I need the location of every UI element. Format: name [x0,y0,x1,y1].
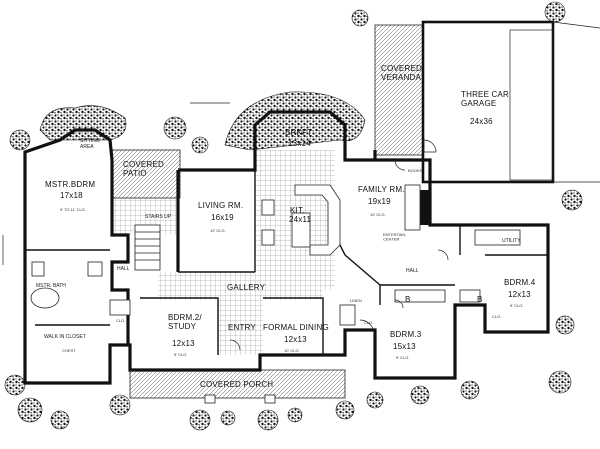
bedroom3-clg: 9' CLG. [396,355,409,360]
utility-label: UTILITY [502,238,521,244]
closet-label-bdrm2: CLO. [116,318,125,323]
bedroom4-size: 12x13 [508,290,531,299]
landscape-shrubs [4,1,583,431]
bedroom4-label: BDRM.4 [504,278,536,287]
linen-label: LINEN [350,298,362,303]
doors [229,139,449,351]
bedroom2-label: BDRM.2/STUDY [168,313,202,331]
family-room-size: 19x19 [368,197,391,206]
kitchen-label: KIT. [290,206,305,215]
family-room-label: FAMILY RM. [358,185,405,194]
master-bath-label: MSTR. BATH [36,283,66,289]
formal-dining-clg: 10' CLG. [284,348,300,353]
entry-steps [204,394,276,404]
breakfast-label: BRKFT [285,128,312,137]
interior-walls [25,170,548,355]
closet-label-bdrm4: CLO. [492,314,501,319]
dimension-marks [2,102,230,265]
covered-porch-deck [129,369,346,399]
gallery-label: GALLERY [227,283,266,292]
books-label: BOOKS [408,168,423,173]
fireplace [404,184,430,231]
living-room-size: 16x19 [211,213,234,222]
master-bedroom-label: MSTR.BDRM [45,180,95,189]
bath-b-label-left: B [405,295,411,304]
family-room-clg: 10' CLG. [370,212,386,217]
living-room-clg: 12' CLG. [210,228,226,233]
bedroom4-clg: 9' CLG. [510,303,523,308]
breakfast-size: 13x14 [288,139,311,148]
kitchen-fixtures [261,184,341,256]
formal-dining-size: 12x13 [284,335,307,344]
bedroom3-label: BDRM.3 [390,330,422,339]
formal-dining-label: FORMAL DINING [263,323,329,332]
bedroom2-clg: 9' CLG. [174,352,187,357]
bedroom2-size: 12x13 [172,339,195,348]
living-room-label: LIVING RM. [198,201,243,210]
covered-patio-deck [111,149,181,199]
covered-porch-label: COVERED PORCH [200,380,273,389]
bedroom3-size: 15x13 [393,342,416,351]
chest-label: CHEST [62,348,76,353]
hall-right-label: HALL [406,268,419,274]
stairs-up-label: STAIRS UP [145,214,172,220]
master-bedroom-size: 17x18 [60,191,83,200]
exterior-walls [23,110,550,385]
hall-left-label: HALL [117,266,130,272]
entry-label: ENTRY [228,323,256,332]
garage [421,20,600,184]
master-bath-tub [30,261,103,309]
closet-label-bdrm3: CLO. [364,320,373,325]
covered-veranda-deck [374,24,424,156]
bath-b-label-right: B [477,295,483,304]
kitchen-size: 24x11 [289,215,312,224]
master-bedroom-clg: 9' TO 11' CLG. [60,207,86,212]
stairs [134,224,161,271]
bath-fixtures [109,229,521,326]
entertain-center-label: ENTERTAIN.CENTER [383,232,406,242]
walk-in-closet-label: WALK IN CLOSET [44,334,86,340]
garage-size: 24x36 [470,117,493,126]
